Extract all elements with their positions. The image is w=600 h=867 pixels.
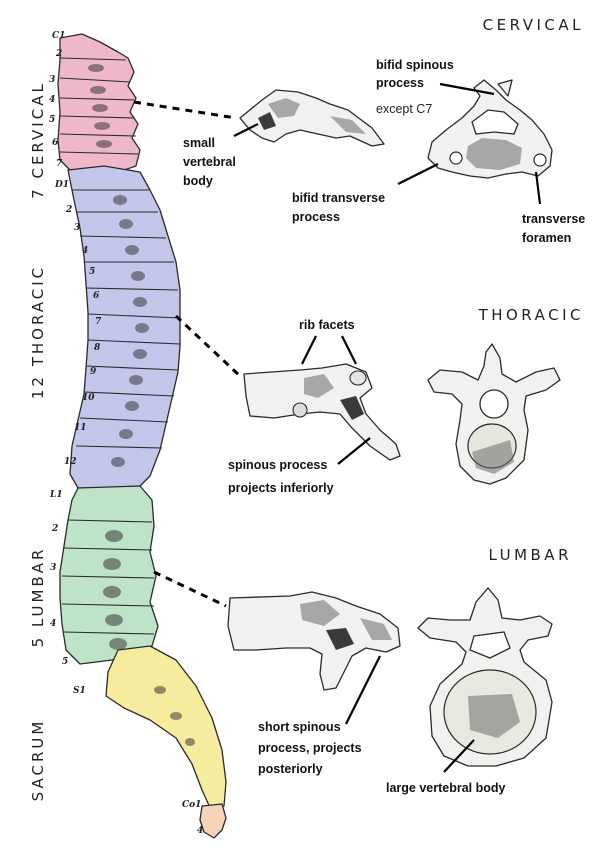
label-large-vertebral-body: large vertebral body — [386, 781, 506, 795]
label-spinous-inferior: spinous process projects inferiorly — [228, 458, 334, 495]
section-title-lumbar: LUMBAR — [488, 546, 572, 564]
lumbar-vertebra-top-view — [417, 587, 553, 767]
region-labels: 7 CERVICAL 12 THORACIC 5 LUMBAR SACRUM — [29, 81, 47, 801]
lumbar-region — [59, 485, 159, 665]
leader-transverse-foramen — [534, 171, 542, 205]
section-title-cervical: CERVICAL — [483, 16, 584, 34]
cervical-vertebra-top-view — [427, 79, 553, 179]
leader-bifid-spinous — [439, 82, 495, 96]
vertebra-number: 5 — [62, 657, 68, 667]
cervical-vertebra-side-view — [239, 89, 385, 147]
cervical-region — [57, 33, 141, 171]
region-label-thoracic: 12 THORACIC — [29, 265, 47, 399]
label-rib-facets: rib facets — [299, 318, 355, 332]
vertebra-number: L1 — [49, 490, 63, 500]
vertebra-number: Co1 — [182, 800, 201, 810]
thoracic-section: THORACIC rib facets spinous process proj… — [174, 306, 584, 495]
region-label-lumbar: 5 LUMBAR — [29, 547, 47, 648]
vertebra-number: 3 — [49, 75, 55, 85]
vertebra-number: 3 — [50, 563, 56, 573]
vertebra-number: 6 — [52, 138, 59, 148]
vertebra-number: 7 — [56, 159, 63, 169]
label-short-spinous: short spinous process, projects posterio… — [258, 720, 365, 776]
vertebra-number: 8 — [94, 343, 101, 353]
vertebra-number: 2 — [65, 205, 72, 215]
vertebra-number: 4 — [197, 826, 203, 836]
vertebra-number: 10 — [82, 393, 95, 403]
lumbar-pointer-dashes — [153, 570, 227, 608]
leader-rib-facet-2 — [341, 335, 357, 365]
section-title-thoracic: THORACIC — [478, 306, 584, 324]
cervical-section: CERVICAL bifid spinous process except C — [133, 16, 589, 245]
vertebra-number: 4 — [82, 246, 88, 256]
thoracic-region — [67, 165, 181, 489]
label-small-vertebral-body: small vertebral body — [183, 136, 239, 188]
leader-small-body — [233, 123, 259, 137]
vertebra-number: 12 — [64, 457, 77, 467]
leader-short-spinous — [345, 655, 381, 725]
label-transverse-foramen: transverse foramen — [522, 212, 589, 245]
vertebra-number: 3 — [74, 223, 80, 233]
vertebra-number: 7 — [95, 317, 102, 327]
label-bifid-transverse: bifid transverse process — [292, 191, 389, 224]
vertebra-number: 11 — [74, 423, 87, 433]
leader-spinous-inferior — [337, 437, 371, 465]
lumbar-section: LUMBAR short spinous process, projects p… — [153, 546, 572, 795]
spinal-column: C1 2 3 4 5 6 7 D1 2 3 4 5 6 7 8 9 10 11 … — [49, 31, 227, 839]
thoracic-pointer-dashes — [174, 314, 242, 378]
label-except-c7: except C7 — [376, 102, 432, 116]
leader-large-body — [443, 739, 475, 773]
vertebra-number: 4 — [50, 619, 56, 629]
spine-shading — [88, 64, 195, 746]
leader-bifid-transverse — [397, 163, 439, 185]
vertebra-number: D1 — [54, 180, 69, 190]
vertebra-number: 2 — [55, 49, 62, 59]
cervical-pointer-dashes — [133, 100, 237, 120]
lumbar-vertebra-side-view — [227, 591, 401, 691]
vertebra-number: 4 — [49, 95, 55, 105]
vertebra-number: S1 — [73, 686, 86, 696]
thoracic-vertebra-side-view — [243, 363, 401, 461]
vertebra-number: 5 — [49, 115, 55, 125]
sacrum-region — [105, 645, 227, 813]
label-bifid-spinous: bifid spinous process — [376, 58, 457, 90]
leader-rib-facet-1 — [301, 335, 317, 365]
vertebra-number: 5 — [89, 267, 95, 277]
disc-lines — [59, 57, 181, 635]
vertebra-number: 9 — [90, 367, 97, 377]
region-label-sacrum: SACRUM — [29, 719, 47, 802]
vertebra-number: 6 — [93, 291, 100, 301]
thoracic-vertebra-top-view — [427, 343, 561, 485]
coccyx-region — [199, 803, 227, 839]
vertebra-number: C1 — [52, 31, 65, 41]
vertebra-numbers: C1 2 3 4 5 6 7 D1 2 3 4 5 6 7 8 9 10 11 … — [49, 31, 203, 836]
region-label-cervical: 7 CERVICAL — [29, 81, 47, 199]
vertebra-number: 2 — [51, 524, 58, 534]
